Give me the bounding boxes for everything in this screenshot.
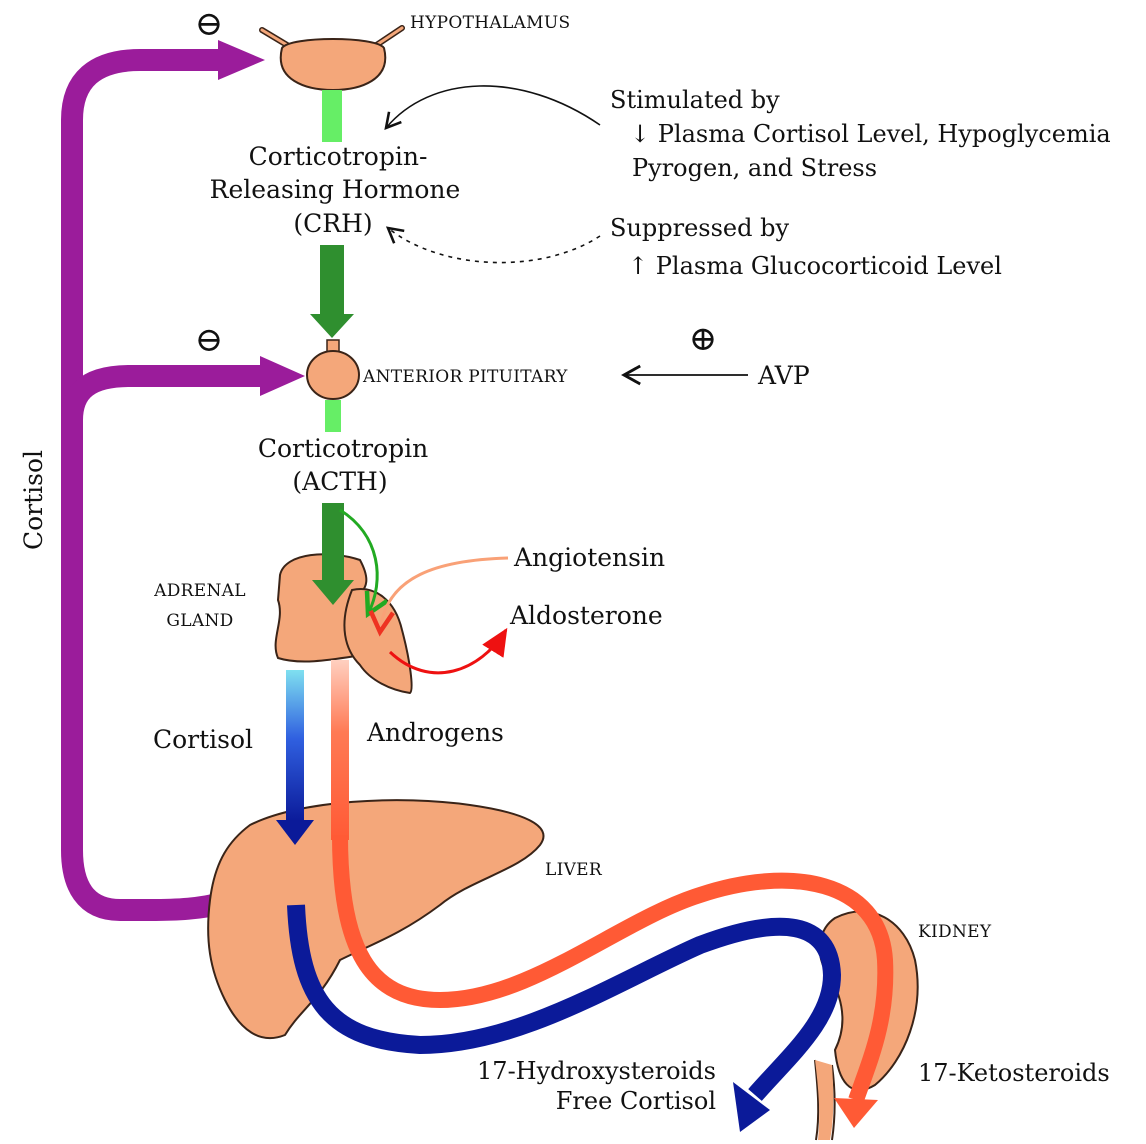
anterior-pituitary-organ <box>307 340 359 399</box>
aldosterone-label: Aldosterone <box>509 601 663 630</box>
suppressed-line1: ↑ Plasma Glucocorticoid Level <box>628 252 1002 280</box>
androgens-label: Androgens <box>366 718 504 747</box>
crh-label-line1: Corticotropin- <box>249 142 428 171</box>
liver-organ <box>208 800 543 1038</box>
stimulated-line2: Pyrogen, and Stress <box>632 154 877 182</box>
stimulated-line1: ↓ Plasma Cortisol Level, Hypoglycemia <box>630 120 1111 148</box>
androgen-column <box>331 660 349 840</box>
hypothalamus-inhibition-sign: ⊖ <box>195 4 224 44</box>
stimulated-title: Stimulated by <box>610 86 780 114</box>
cortisol-feedback-label: Cortisol <box>19 450 48 550</box>
kidney-label: KIDNEY <box>918 922 992 942</box>
stimulation-arrow <box>386 86 600 128</box>
adrenal-gland-label-line1: ADRENAL <box>153 581 246 601</box>
suppressed-title: Suppressed by <box>610 214 789 242</box>
pituitary-inhibition-sign: ⊖ <box>195 320 224 360</box>
crh-label-line2: Releasing Hormone <box>210 175 461 204</box>
free-cortisol-label: Free Cortisol <box>556 1087 716 1115</box>
hydroxysteroids-label: 17-Hydroxysteroids <box>477 1057 716 1085</box>
suppression-arrow <box>388 228 600 263</box>
crh-label-line3: (CRH) <box>293 209 372 238</box>
crh-stalk <box>322 90 342 142</box>
avp-label: AVP <box>757 361 810 390</box>
avp-stimulation-sign: ⊕ <box>689 319 718 359</box>
angiotensin-label: Angiotensin <box>513 543 665 572</box>
acth-label-line2: (ACTH) <box>292 467 387 496</box>
liver-label: LIVER <box>545 860 603 880</box>
hypothalamus-organ <box>262 28 402 90</box>
ketosteroids-label: 17-Ketosteroids <box>918 1059 1110 1087</box>
acth-label-line1: Corticotropin <box>258 434 428 463</box>
crh-arrow <box>310 245 354 338</box>
hypothalamus-label: HYPOTHALAMUS <box>410 13 570 33</box>
adrenal-gland-label-line2: GLAND <box>166 611 233 631</box>
adrenal-cortisol-label: Cortisol <box>153 725 253 754</box>
acth-stalk <box>325 400 341 432</box>
anterior-pituitary-label: ANTERIOR PITUITARY <box>362 367 568 387</box>
